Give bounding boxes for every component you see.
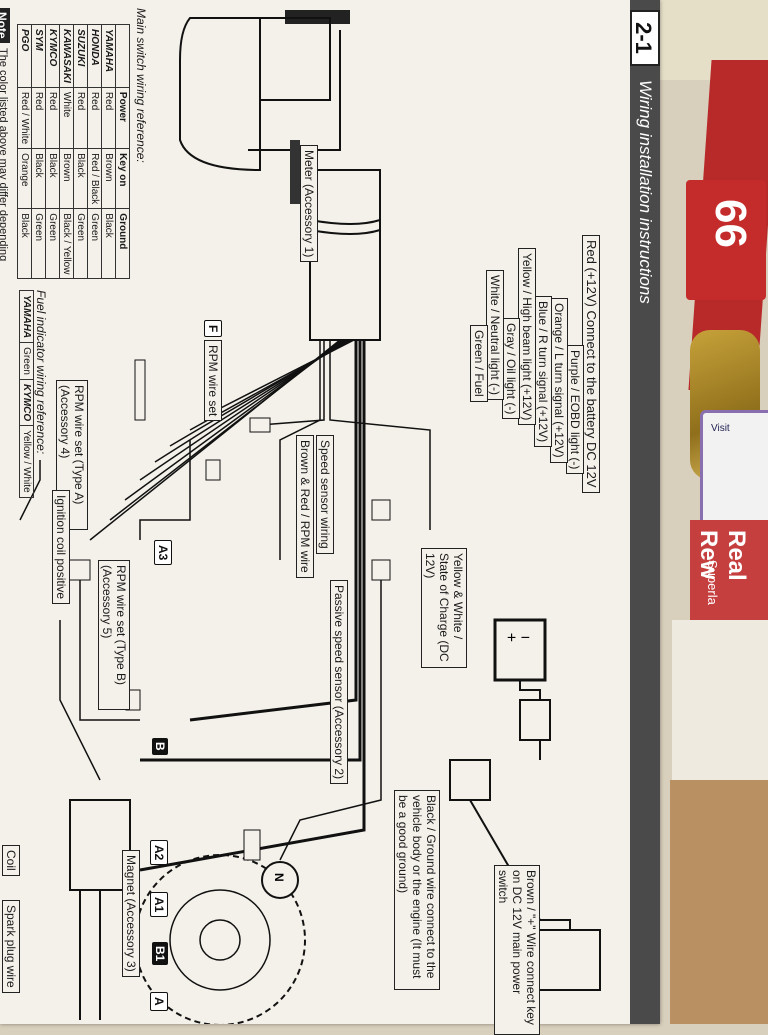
main-switch-title: Main switch wiring reference: (134, 8, 148, 163)
brown-wire-label: Brown / "+" Wire connect key on DC 12V m… (494, 865, 540, 1035)
meter-housing (179, 17, 261, 172)
table-cell: Red (87, 87, 102, 149)
meter-label: Meter (Accessory 1) (300, 145, 318, 263)
speed-sensor-wiring-label: Speed sensor wiring (316, 435, 334, 554)
brand-cell: HONDA (87, 24, 102, 88)
svg-text:− +: − + (507, 628, 530, 645)
wire-label-yellow: Yellow / High beam light (+12V) (518, 248, 536, 426)
table-row: KAWASAKI White Brown Black / Yellow (59, 24, 74, 279)
rpm-wire-set-label: RPM wire set (204, 340, 222, 422)
main-switch-header: Ground (115, 208, 130, 279)
table-cell: Green (19, 342, 34, 380)
background-keytag: Visit (700, 410, 768, 536)
badge-b1: B1 (152, 942, 168, 966)
charge-label: Yellow & White / State of Charge (DC 12V… (421, 548, 467, 668)
brand-cell: PGO (17, 24, 32, 88)
table-cell: Red (31, 87, 46, 149)
table-cell: Green (87, 208, 102, 279)
table-cell: Black / Yellow (59, 208, 74, 279)
badge-b: B (152, 738, 168, 755)
table-cell: Yellow / White (19, 425, 34, 498)
ignition-label: Ignition coil positive (52, 490, 70, 605)
coil-label: Coil (2, 845, 20, 876)
passive-sensor-label: Passive speed sensor (Accessory 2) (330, 580, 348, 785)
keytag-text: Visit (711, 423, 730, 434)
table-cell: Brown (59, 148, 74, 209)
magazine-title: Real Rew (695, 530, 750, 581)
badge-f: F (204, 320, 222, 338)
brand-cell: KYMCO (19, 379, 34, 426)
table-cell: Green (73, 208, 88, 279)
main-switch-header: Key on (115, 148, 130, 209)
table-row: KYMCO Red Black Green (45, 24, 60, 279)
magnet-icon (261, 861, 299, 899)
table-cell: Red (73, 87, 88, 149)
wire-bundle (89, 339, 355, 541)
table-cell: Black (45, 148, 60, 209)
table-row: PGO Red / White Orange Black (17, 24, 32, 279)
badge-a2: A2 (150, 840, 168, 866)
svg-text:N: N (272, 873, 286, 882)
wire-label-red: Red (+12V) Connect to the battery DC 12V (582, 235, 600, 493)
note-text: The color listed above may differ depend… (0, 48, 9, 262)
main-switch-table: Power Key on Ground YAMAHA Red Brown Bla… (17, 24, 130, 279)
fuel-title: Fuel indicator wiring reference: (34, 290, 48, 455)
brand-cell: YAMAHA (101, 24, 116, 88)
wire-label-white: White / Neutral light (-) (486, 270, 504, 401)
sign-number: 66 (706, 199, 755, 248)
background-sign: 66 (686, 180, 766, 300)
brand-cell: KAWASAKI (59, 24, 74, 88)
main-switch-header (115, 24, 130, 88)
table-row: YAMAHA Green KYMCO Yellow / White (19, 290, 34, 498)
badge-a1: A1 (150, 892, 168, 918)
table-cell: Green (45, 208, 60, 279)
main-switch-header: Power (115, 87, 130, 149)
wire-label-gray: Gray / Oil light (-) (502, 318, 520, 420)
table-cell: Black (17, 208, 32, 279)
rpm-wire-label: Brown & Red / RPM wire (296, 435, 314, 578)
table-cell: White (59, 87, 74, 149)
wire-label-orange: Orange / L turn signal (+12V) (550, 298, 568, 463)
brand-cell: KYMCO (45, 24, 60, 88)
table-cell: Red (45, 87, 60, 149)
magnet-label: Magnet (Accessory 3) (122, 850, 140, 977)
badge-a3: A3 (154, 540, 172, 566)
table-cell: Red / Black (87, 148, 102, 209)
brand-cell: YAMAHA (19, 290, 34, 343)
table-cell: Black (73, 148, 88, 209)
table-cell: Brown (101, 148, 116, 209)
table-cell: Black (101, 208, 116, 279)
cable-sleeve (309, 169, 381, 341)
wire-label-purple: Purple / EOBD light (-) (566, 345, 584, 475)
rpm-type-b-label: RPM wire set (Type B) (Accessory 5) (98, 560, 130, 710)
ignition-coil-icon (69, 799, 131, 891)
table-cell: Green (31, 208, 46, 279)
brand-cell: SYM (31, 24, 46, 88)
table-cell: Red (101, 87, 116, 149)
manual-page: 2-1 Wiring installation instructions (0, 0, 660, 1035)
fuel-table: YAMAHA Green KYMCO Yellow / White (19, 290, 34, 498)
black-ground-label: Black / Ground wire connect to the vehic… (394, 790, 440, 990)
spark-label: Spark plug wire (2, 900, 20, 993)
table-cell: Orange (17, 148, 32, 209)
badge-a: A (150, 992, 168, 1011)
table-row: SUZUKI Red Black Green (73, 24, 88, 279)
brand-cell: SUZUKI (73, 24, 88, 88)
background-wood (670, 780, 768, 1024)
table-row: SYM Red Black Green (31, 24, 46, 279)
table-row: HONDA Red Red / Black Green (87, 24, 102, 279)
wire-label-green: Green / Fuel (470, 325, 488, 402)
note-label: Note (0, 8, 10, 43)
table-row: YAMAHA Red Brown Black (101, 24, 116, 279)
meter-bolt (290, 140, 300, 204)
table-cell: Red / White (17, 87, 32, 149)
magazine-subtitle: Superla (705, 560, 720, 605)
wire-label-blue: Blue / R turn signal (+12V) (534, 296, 552, 448)
table-cell: Black (31, 148, 46, 209)
